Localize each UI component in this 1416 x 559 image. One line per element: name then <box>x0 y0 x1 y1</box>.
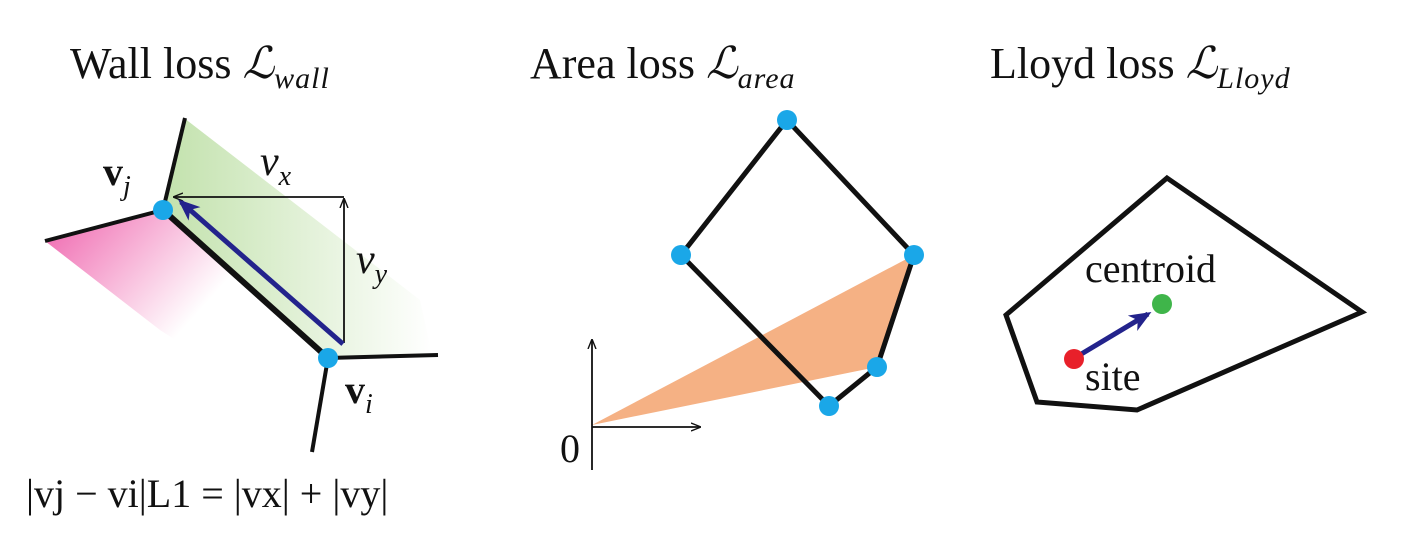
green-shade-region <box>163 118 432 358</box>
centroid-point <box>1152 294 1172 314</box>
cell-edge <box>44 208 164 243</box>
vertex <box>867 357 887 377</box>
vertex <box>819 396 839 416</box>
site-to-centroid-arrow <box>1076 311 1152 359</box>
cell-edge <box>310 357 330 453</box>
vx-label: vx <box>260 139 292 192</box>
area-loss-title: Area loss ℒarea <box>530 38 796 96</box>
wall-loss-panel <box>44 117 439 453</box>
vertex <box>777 110 797 130</box>
vj-label: vj <box>103 149 131 202</box>
title-text: Lloyd loss <box>990 39 1186 88</box>
cell-edge <box>327 353 439 360</box>
loss-symbol: ℒ <box>705 38 738 89</box>
vertex <box>904 245 924 265</box>
loss-subscript: area <box>737 62 796 95</box>
loss-symbol: ℒ <box>242 38 275 89</box>
site-label: site <box>1085 354 1141 399</box>
origin-label: 0 <box>560 426 580 471</box>
vertex-vi <box>318 348 338 368</box>
lloyd-loss-title: Lloyd loss ℒLloyd <box>990 38 1291 96</box>
area-loss-panel <box>592 110 924 470</box>
loss-subscript: wall <box>274 62 330 95</box>
vy-label: vy <box>356 237 388 290</box>
cell-edge <box>160 207 331 361</box>
edge-vector-arrow <box>177 199 345 346</box>
loss-subscript: Lloyd <box>1217 62 1291 95</box>
pink-shade-region <box>45 210 328 420</box>
vertex <box>671 245 691 265</box>
voronoi-cell-area <box>678 117 917 409</box>
l1-distance-formula: |vj − vi|L1 = |vx| + |vy| <box>26 471 389 516</box>
centroid-label: centroid <box>1085 246 1217 291</box>
title-text: Wall loss <box>70 39 243 88</box>
voronoi-cell-lloyd <box>1003 174 1368 413</box>
vertex-vj <box>153 200 173 220</box>
cell-edge <box>161 117 187 211</box>
signed-area-triangle <box>592 255 914 425</box>
title-text: Area loss <box>530 39 706 88</box>
loss-symbol: ℒ <box>1185 38 1218 89</box>
wall-loss-title: Wall loss ℒwall <box>70 38 330 96</box>
lloyd-loss-panel <box>1003 174 1368 413</box>
vi-label: vi <box>345 367 373 420</box>
site-point <box>1064 349 1084 369</box>
